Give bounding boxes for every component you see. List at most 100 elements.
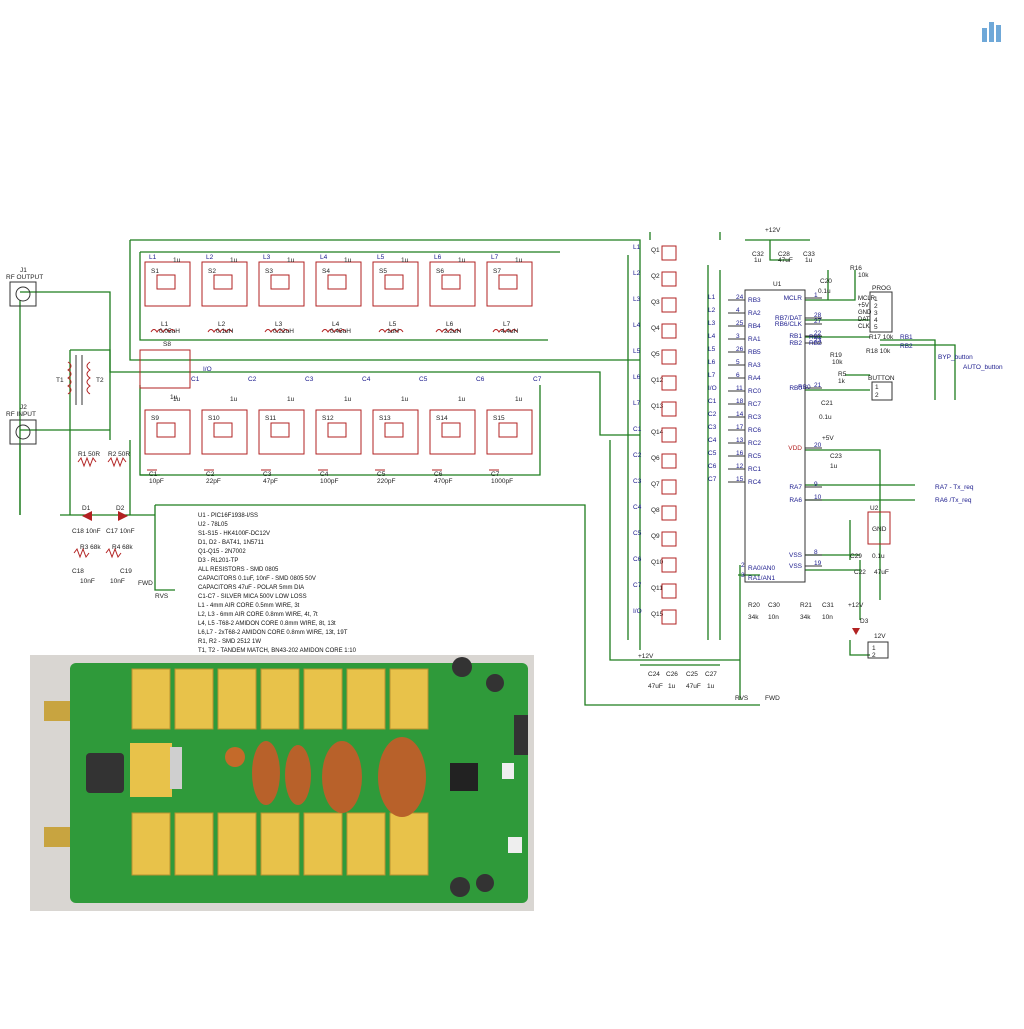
net-label: C7: [633, 582, 642, 589]
prog-pin-name: MCLR: [858, 296, 876, 302]
svg-text:R19: R19: [830, 352, 842, 359]
transistor-symbol: [661, 297, 677, 313]
relay-label: S10: [208, 415, 220, 422]
mcu-pin-net: L6: [708, 359, 716, 366]
rf-input-connector: J2 RF INPUT: [6, 404, 37, 445]
svg-text:R16: R16: [850, 265, 862, 272]
svg-text:10n: 10n: [768, 614, 779, 621]
io-relay: S8 I/O 1u: [139, 341, 212, 401]
svg-text:+5V: +5V: [822, 435, 834, 442]
mcu-pin-number: 17: [736, 424, 744, 431]
svg-text:47uF: 47uF: [686, 683, 701, 690]
net-label: C1: [633, 426, 642, 433]
transistor-symbol: [661, 401, 677, 417]
mcu-pin-number: 3: [741, 572, 745, 579]
buttons: RB1 RB2 BYP_button AUTO_button: [900, 334, 1003, 371]
net-label: L1: [633, 244, 641, 251]
mcu-pin-number: 1: [814, 292, 818, 299]
svg-text:C32: C32: [752, 251, 764, 258]
relay-S10: [201, 409, 248, 455]
mcu-pin-number: 24: [736, 294, 744, 301]
svg-text:C30: C30: [768, 602, 780, 609]
transistor-symbol: [661, 427, 677, 443]
mcu-pin-name: RC6: [748, 427, 761, 434]
inductor-ref: L3: [275, 321, 283, 328]
mcu-pin-name: RA7: [789, 484, 802, 491]
mcu-pin-net: L3: [708, 320, 716, 327]
relay-label: S6: [436, 268, 444, 275]
transistor-label: Q3: [651, 299, 660, 306]
mcu-pin-number: 28: [814, 312, 822, 319]
transistor-symbol: [661, 245, 677, 261]
tandem-transformers: T1 T2: [56, 355, 104, 405]
bom-line: U2 - 78L05: [198, 522, 228, 528]
net-label: L7: [491, 254, 499, 261]
svg-text:C31: C31: [822, 602, 834, 609]
bom-line: T1, T2 - TANDEM MATCH, BN43-202 AMIDON C…: [198, 648, 357, 654]
byp-button-label: BYP_button: [938, 354, 973, 361]
relay-S11: [258, 409, 305, 455]
pcb-relay: [217, 668, 257, 730]
net-label: L4: [633, 322, 641, 329]
bom-line: L6,L7 - 2xT68-2 AMIDON CORE 0.8mm WIRE, …: [198, 630, 348, 636]
net-label: L6: [633, 374, 641, 381]
transistor-label: Q13: [651, 403, 664, 410]
mcu-pin-number: 6: [736, 372, 740, 379]
button-connector: BUTTON 1 2 R19 10k R5 1k C21 0.1u RB0: [798, 352, 895, 421]
prog-pin-number: 4: [874, 317, 878, 324]
mcu-pin-number: 13: [736, 437, 744, 444]
svg-text:RVS: RVS: [735, 695, 749, 702]
decoupling-label: 1u: [401, 257, 409, 264]
relay-S6: [429, 261, 476, 307]
mcu-pin-net: C2: [708, 411, 717, 418]
capacitor-ref: C4: [320, 471, 329, 478]
relay-S7: [486, 261, 533, 307]
relay-S15: [486, 409, 533, 455]
capacitor-ref: C1: [149, 471, 158, 478]
mcu-pin-name: RB5: [748, 349, 761, 356]
relay-label: S1: [151, 268, 159, 275]
decoupling-label: 1u: [230, 396, 238, 403]
net-label: C1: [191, 376, 200, 383]
relay-S2: [201, 261, 248, 307]
svg-text:RB1: RB1: [900, 334, 913, 341]
capacitor-ref: C7: [491, 471, 500, 478]
inductor-symbol: [378, 329, 404, 333]
decoupling-label: 1u: [515, 396, 523, 403]
net-label: C4: [362, 376, 371, 383]
mcu-pin-number: 27: [814, 318, 822, 325]
t2-label: T2: [96, 377, 104, 384]
svg-text:47uF: 47uF: [648, 683, 663, 690]
relay-S9: [144, 409, 191, 455]
mcu-pin-number: 21: [814, 382, 822, 389]
relay-label: S11: [265, 415, 276, 422]
capacitor-ref: C6: [434, 471, 443, 478]
svg-text:C24: C24: [648, 671, 660, 678]
mcu-pin-name: MCLR: [784, 295, 803, 302]
inductor-symbol: [150, 329, 176, 333]
relay-S14: [429, 409, 476, 455]
svg-text:R5: R5: [838, 371, 847, 378]
mcu-pin-number: 23: [814, 337, 822, 344]
net-label: C2: [633, 452, 642, 459]
mcu-pin-name: RC5: [748, 453, 761, 460]
voltage-regulator: U2 GND C29 0.1u C22 47uF +12V D3 12V 1 2: [848, 505, 891, 659]
inductor-symbol: [321, 329, 347, 333]
net-label: L5: [377, 254, 385, 261]
mcu-pin-number: 8: [814, 549, 818, 556]
inductor-ref: L2: [218, 321, 226, 328]
decoupling-label: 1u: [287, 257, 295, 264]
svg-text:R1 50R: R1 50R: [78, 451, 100, 458]
svg-text:J1: J1: [20, 267, 27, 274]
pcb-relay: [260, 812, 300, 876]
mcu-pin-number: 25: [736, 320, 744, 327]
pcb-relay: [346, 668, 386, 730]
net-label: L2: [633, 270, 641, 277]
mcu-pin-name: VDD: [788, 445, 802, 452]
relay-S5: [372, 261, 419, 307]
inductor-value: 2.2uH: [444, 328, 462, 335]
svg-text:U2: U2: [870, 505, 879, 512]
svg-text:47uF: 47uF: [874, 569, 889, 576]
svg-text:R20: R20: [748, 602, 760, 609]
